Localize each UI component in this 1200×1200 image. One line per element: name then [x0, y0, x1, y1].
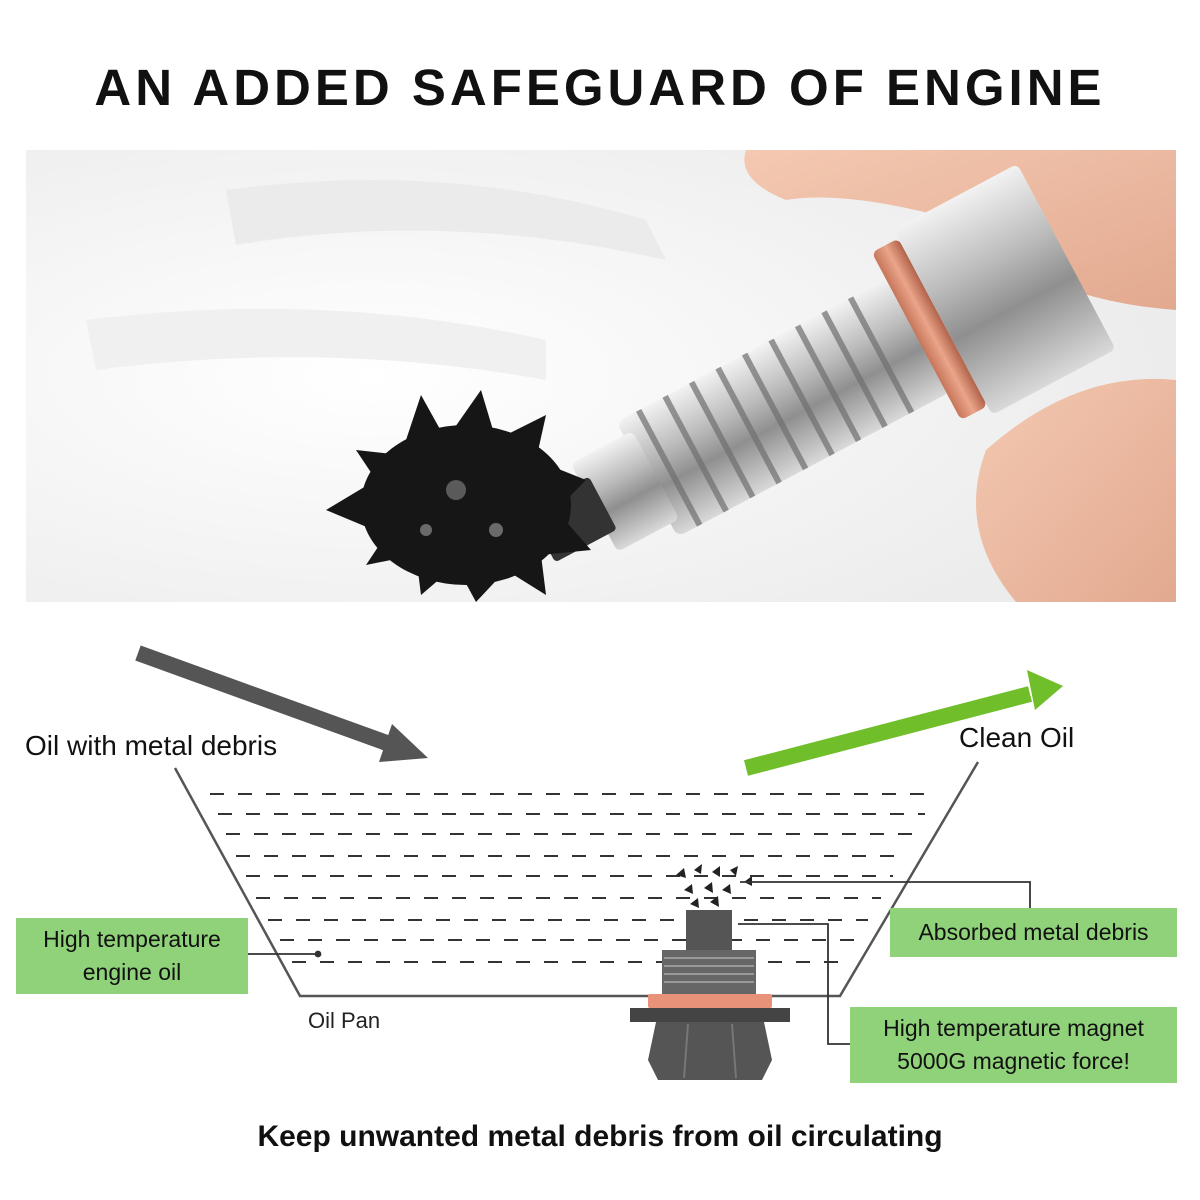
oil-pan-outline — [173, 761, 980, 998]
footer-tagline: Keep unwanted metal debris from oil circ… — [257, 1120, 943, 1153]
engine-oil-callout: High temperature engine oil — [16, 918, 248, 994]
outflow-arrow — [743, 670, 1063, 776]
leader-lines — [248, 881, 1031, 1045]
inflow-arrow — [135, 645, 428, 762]
magnet-callout-line-1: High temperature magnet — [883, 1015, 1144, 1042]
engine-oil-callout-line-1: High temperature — [43, 926, 221, 953]
page-title: AN ADDED SAFEGUARD OF ENGINE — [94, 59, 1106, 116]
oil-dashes — [210, 793, 935, 963]
product-photo — [26, 150, 1176, 602]
magnetic-drain-plug-photo — [26, 150, 1176, 602]
metal-debris-cluster — [326, 390, 591, 602]
magnet-callout: High temperature magnet 5000G magnetic f… — [850, 1007, 1177, 1083]
inflow-label: Oil with metal debris — [25, 730, 278, 761]
oil-pan-diagram — [0, 620, 1200, 1140]
absorbed-debris-flecks — [676, 864, 752, 908]
magnetic-drain-plug — [630, 910, 790, 1080]
oil-pan-label: Oil Pan — [308, 1008, 381, 1033]
engine-oil-callout-line-2: engine oil — [82, 959, 182, 985]
absorbed-debris-callout-text: Absorbed metal debris — [918, 919, 1149, 946]
absorbed-debris-callout: Absorbed metal debris — [890, 908, 1177, 957]
magnet-callout-line-2: 5000G magnetic force! — [897, 1048, 1130, 1074]
clean-oil-label: Clean Oil — [959, 722, 1075, 753]
